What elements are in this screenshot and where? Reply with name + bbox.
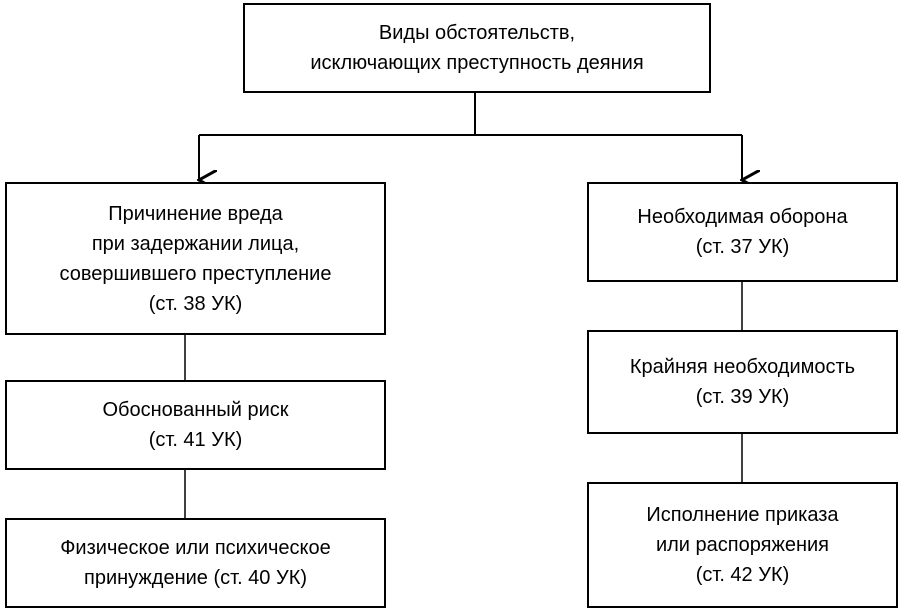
harm-detention-line-2: при задержании лица, — [91, 232, 300, 255]
self-defense-line-2: (ст. 37 УК) — [695, 236, 790, 258]
coercion-line-2: принуждение (ст. 40 УК) — [84, 567, 307, 589]
extreme-necessity-line-2: (ст. 39 УК) — [695, 386, 790, 408]
extreme-necessity-box: Крайняя необходимость (ст. 39 УК) — [587, 330, 898, 434]
root-box: Виды обстоятельств, исключающих преступн… — [243, 3, 711, 93]
extreme-necessity-line-1: Крайняя необходимость — [629, 356, 856, 378]
order-execution-line-3: (ст. 42 УК) — [695, 564, 790, 586]
self-defense-line-1: Необходимая оборона — [637, 206, 848, 228]
order-execution-line-2: или распоряжения — [655, 534, 830, 556]
root-line-1: Виды обстоятельств, — [378, 22, 576, 44]
self-defense-box: Необходимая оборона (ст. 37 УК) — [587, 182, 898, 282]
coercion-line-1: Физическое или психическое — [60, 537, 331, 559]
justified-risk-line-1: Обоснованный риск — [102, 399, 289, 421]
harm-detention-box: Причинение вреда при задержании лица, со… — [5, 182, 386, 335]
coercion-box: Физическое или психическое принуждение (… — [5, 518, 386, 608]
justified-risk-line-2: (ст. 41 УК) — [148, 429, 243, 451]
harm-detention-line-1: Причинение вреда — [108, 202, 283, 225]
harm-detention-line-3: совершившего преступление — [59, 262, 332, 285]
root-line-2: исключающих преступность деяния — [310, 52, 644, 74]
justified-risk-box: Обоснованный риск (ст. 41 УК) — [5, 380, 386, 470]
harm-detention-line-4: (ст. 38 УК) — [148, 292, 243, 315]
order-execution-box: Исполнение приказа или распоряжения (ст.… — [587, 482, 898, 608]
order-execution-line-1: Исполнение приказа — [646, 504, 839, 526]
